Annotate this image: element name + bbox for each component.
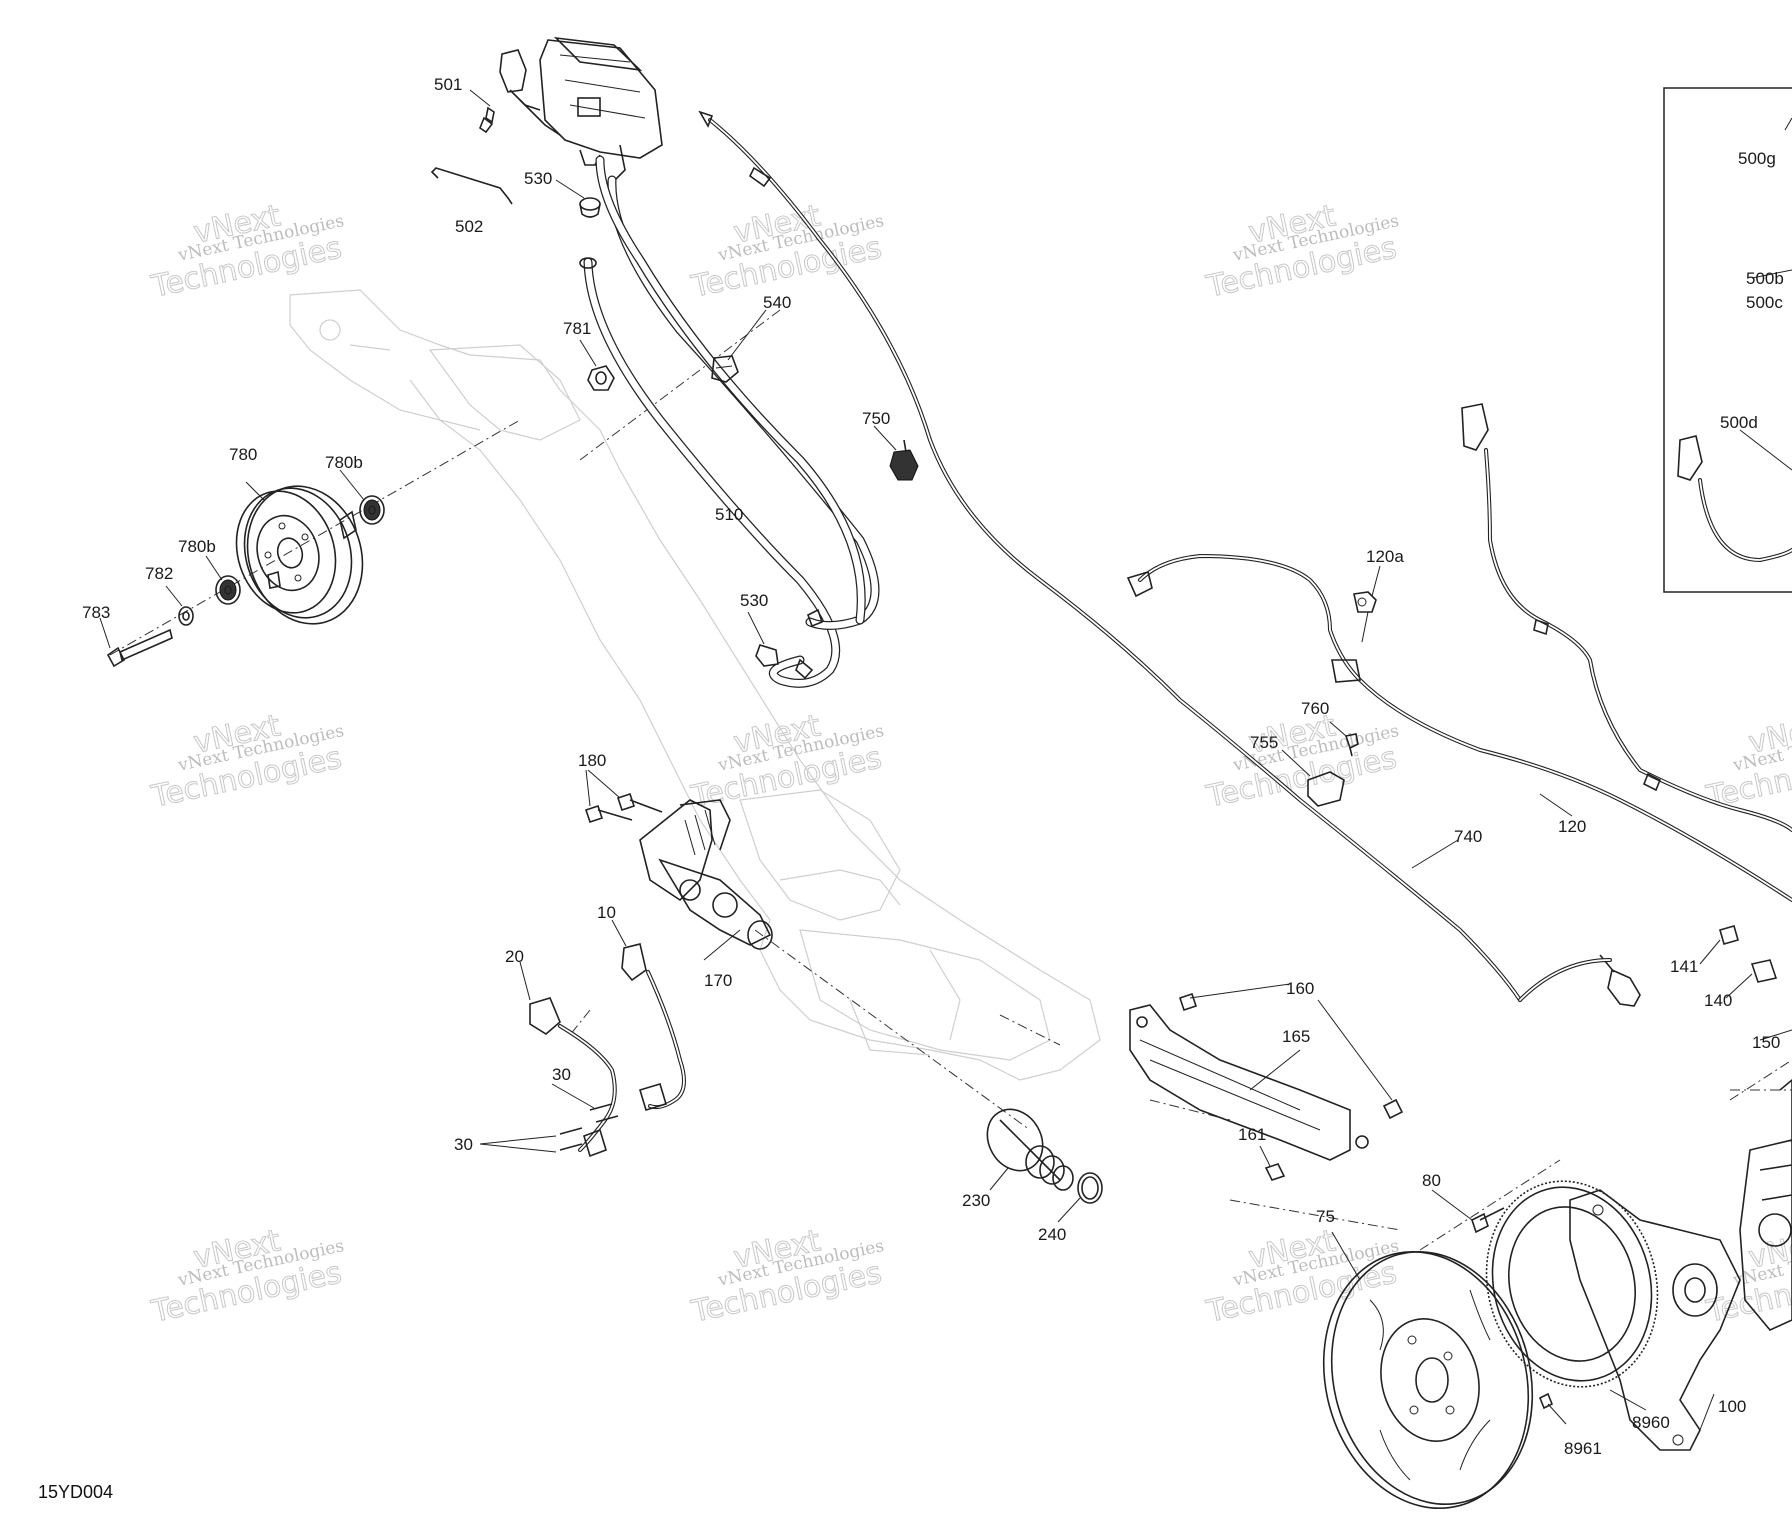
watermark-2: vNext vNext Technologies Technologies [687,198,885,306]
label-240: 240 [1038,1225,1066,1244]
clamp-240 [1077,1172,1103,1204]
diagram-code: 15YD004 [38,1482,113,1502]
label-760: 760 [1301,699,1329,718]
label-782: 782 [145,564,173,583]
label-140: 140 [1704,991,1732,1010]
watermark-9: vNext vNext Technologies Technologies [147,1223,345,1331]
leader-lines [99,89,1792,1431]
label-500b: 500b [1746,269,1784,288]
label-10: 10 [597,903,616,922]
watermark-6: vNext vNext Technologies Technologies [687,708,885,816]
caliper-bracket-100 [1569,1189,1741,1451]
bearing-780b-lower [215,575,241,605]
wheel-sensor-harness [1461,403,1792,832]
watermark-11: vNext vNext Technologies Technologies [1202,1223,1400,1331]
screws-30 [559,1103,619,1151]
bolts-160 [1178,992,1404,1120]
label-170: 170 [704,971,732,990]
label-230: 230 [962,1191,990,1210]
label-500c: 500c [1746,293,1783,312]
bolts-180 [584,792,663,824]
bleeder-140 [1750,959,1778,983]
boot-230 [986,1108,1074,1191]
bolt-80 [1471,1207,1505,1234]
brake-disc-75 [1322,1250,1534,1510]
wheel-780 [235,485,364,625]
watermark-10: vNext vNext Technologies Technologies [687,1223,885,1331]
label-783: 783 [82,603,110,622]
label-30-upper: 30 [552,1065,571,1084]
label-8960: 8960 [1632,1413,1670,1432]
label-500g: 500g [1738,149,1776,168]
bolt-760 [1344,733,1359,757]
label-80: 80 [1422,1171,1441,1190]
spacer-781 [587,365,615,391]
brake-hoses-510 [579,155,880,688]
watermarks: vNext vNext Technologies Technologies vN… [147,198,1792,1331]
label-501: 501 [434,75,462,94]
screw-8961 [1538,1392,1554,1410]
label-500d: 500d [1720,413,1758,432]
watermark-3: vNext vNext Technologies Technologies [1202,198,1400,306]
label-150: 150 [1752,1033,1780,1052]
label-740: 740 [1454,827,1482,846]
label-780: 780 [229,445,257,464]
watermark-8: vNext vNext Technologies Technologies [1702,708,1792,816]
label-20: 20 [505,947,524,966]
axis-lines [109,309,1792,1251]
clip-755 [1307,771,1345,807]
label-540: 540 [763,293,791,312]
watermark-1: vNext vNext Technologies Technologies [147,198,345,306]
caliper [1729,1059,1792,1331]
sensor-20 [529,997,617,1158]
watermark-5: vNext vNext Technologies Technologies [147,708,345,816]
cable-740 [698,110,1641,1007]
label-755: 755 [1250,733,1278,752]
label-165: 165 [1282,1027,1310,1046]
washer-782 [178,606,194,626]
label-30-lower: 30 [454,1135,473,1154]
connector-501 [479,49,541,134]
label-750: 750 [862,409,890,428]
label-100: 100 [1718,1397,1746,1416]
bracket-165 [1129,1004,1369,1161]
label-180: 180 [578,751,606,770]
label-781: 781 [563,319,591,338]
abs-module [519,36,663,181]
master-cylinder-170 [639,799,773,950]
grommet-530-top [579,197,601,218]
sensor-750 [889,439,919,481]
label-780b-lower: 780b [178,537,216,556]
label-120a: 120a [1366,547,1404,566]
label-780b-upper: 780b [325,453,363,472]
bolt-783 [106,628,173,668]
label-510: 510 [715,505,743,524]
inset-detail-box [1663,87,1792,593]
clip-540 [711,355,739,383]
tone-ring-8960 [1485,1180,1659,1388]
label-75: 75 [1316,1207,1335,1226]
ghost-frame [289,289,1101,1081]
label-502: 502 [455,217,483,236]
grommet-530-lower [755,644,779,667]
label-120: 120 [1558,817,1586,836]
sensor-10 [621,943,686,1111]
nut-161 [1264,1163,1286,1181]
label-160: 160 [1286,979,1314,998]
bearing-780b-upper [359,495,385,525]
label-141: 141 [1670,957,1698,976]
label-530-lower: 530 [740,591,768,610]
label-161: 161 [1238,1125,1266,1144]
label-8961: 8961 [1564,1439,1602,1458]
callout-labels: 501 502 530 540 781 780 780b 780b 782 78… [82,75,1784,1458]
label-530-top: 530 [524,169,552,188]
bleeder-141 [1719,925,1739,945]
brake-line-120 [1126,553,1792,902]
bracket-120a [1353,591,1377,643]
clip-502 [430,167,513,205]
